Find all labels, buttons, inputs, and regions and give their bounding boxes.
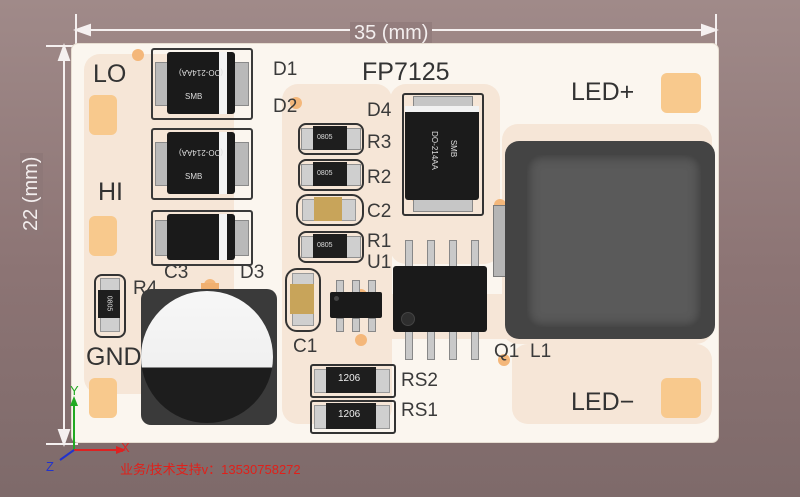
r1-marking: 0805 <box>317 242 333 249</box>
label-c3: C3 <box>164 262 189 283</box>
d2-smb-marking: SMB <box>185 172 203 181</box>
diode-d3 <box>151 210 253 266</box>
label-lo: LO <box>93 60 127 88</box>
inductor-l1 <box>493 141 717 339</box>
resistor-r4: 0805 <box>94 274 126 338</box>
pad-led-plus <box>661 73 701 113</box>
diode-d1: (DO-214AA) SMB <box>151 48 253 120</box>
d2-package-marking: (DO-214AA) <box>179 148 224 157</box>
label-d3: D3 <box>240 262 265 283</box>
axis-x-label: X <box>121 440 130 455</box>
label-r2: R2 <box>367 167 392 188</box>
label-rs2: RS2 <box>401 370 438 391</box>
label-d4: D4 <box>367 100 392 121</box>
d4-smb-marking: SMB <box>449 139 459 158</box>
resistor-rs2: 1206 <box>310 364 396 398</box>
mosfet-q1 <box>393 240 487 360</box>
axis-z-label: Z <box>46 459 54 474</box>
resistor-r1: 0805 <box>298 231 364 263</box>
d4-package-marking: DO-214AA <box>429 131 439 170</box>
label-r1: R1 <box>367 231 392 252</box>
label-r3: R3 <box>367 132 392 153</box>
axis-y-label: Y <box>70 383 79 398</box>
label-d1: D1 <box>273 59 298 80</box>
label-c2: C2 <box>367 201 392 222</box>
d1-smb-marking: SMB <box>185 92 203 101</box>
label-d2: D2 <box>273 96 298 117</box>
label-led-plus: LED+ <box>571 78 635 106</box>
resistor-rs1: 1206 <box>310 400 396 434</box>
capacitor-c1 <box>285 268 321 332</box>
label-c1: C1 <box>293 336 318 357</box>
pad-lo <box>89 95 117 135</box>
label-chip: FP7125 <box>362 58 450 86</box>
axis-triad <box>59 396 126 461</box>
label-led-minus: LED− <box>571 388 635 416</box>
width-dimension-label: 35 (mm) <box>350 22 433 45</box>
resistor-r3: 0805 <box>298 123 364 155</box>
label-rs1: RS1 <box>401 400 438 421</box>
d1-package-marking: (DO-214AA) <box>179 68 224 77</box>
label-hi: HI <box>98 178 123 206</box>
r4-marking: 0805 <box>105 295 113 312</box>
label-q1: Q1 <box>494 341 520 362</box>
label-u1: U1 <box>367 252 392 273</box>
capacitor-c2 <box>296 194 364 226</box>
r2-marking: 0805 <box>317 170 333 177</box>
pad-led-minus <box>661 378 701 418</box>
height-dimension-label: 22 (mm) <box>20 152 43 235</box>
rs1-marking: 1206 <box>338 409 361 420</box>
resistor-r2: 0805 <box>298 159 364 191</box>
ic-u1 <box>330 280 382 332</box>
label-l1: L1 <box>530 341 552 362</box>
label-gnd: GND <box>86 343 142 371</box>
diode-d4: DO-214AA SMB <box>402 93 484 216</box>
diode-d2: (DO-214AA) SMB <box>151 128 253 200</box>
pad-hi <box>89 216 117 256</box>
contact-text: 业务/技术支持v：13530758272 <box>120 462 301 477</box>
pad-gnd <box>89 378 117 418</box>
electrolytic-capacitor <box>141 283 277 425</box>
r3-marking: 0805 <box>317 134 333 141</box>
rs2-marking: 1206 <box>338 373 361 384</box>
